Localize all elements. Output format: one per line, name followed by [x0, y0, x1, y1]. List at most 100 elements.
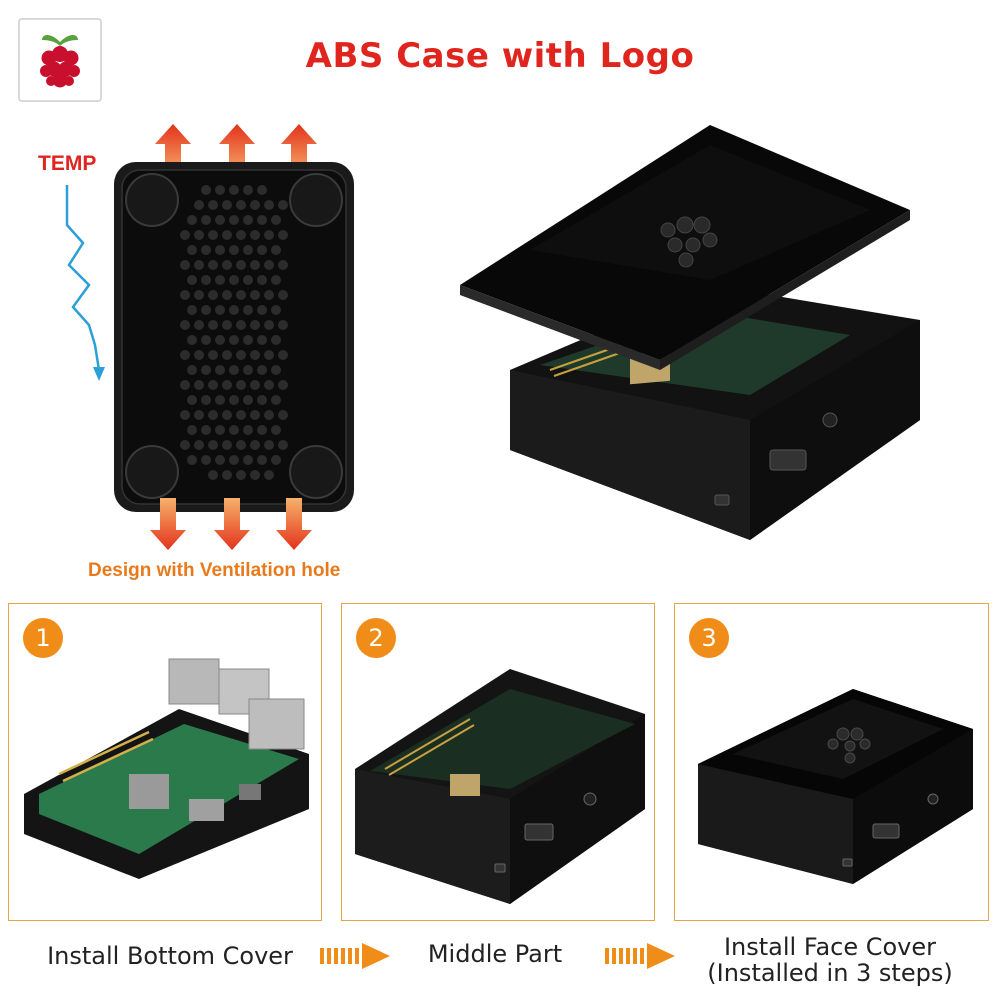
vent-hole — [187, 215, 197, 225]
vent-hole — [264, 290, 274, 300]
case-exploded-image — [460, 125, 920, 540]
vent-hole — [222, 200, 232, 210]
vent-hole — [208, 260, 218, 270]
vent-hole — [215, 185, 225, 195]
vent-hole — [243, 185, 253, 195]
step-arrow-icon — [320, 943, 390, 969]
vent-hole — [250, 350, 260, 360]
vent-hole — [236, 470, 246, 480]
step-1-board-image — [24, 658, 309, 879]
vent-hole — [229, 425, 239, 435]
vent-hole — [187, 335, 197, 345]
vent-hole — [208, 320, 218, 330]
vent-hole — [201, 185, 211, 195]
vent-hole — [236, 290, 246, 300]
vent-hole — [243, 305, 253, 315]
heat-arrows-bottom — [150, 498, 312, 550]
vent-hole — [264, 470, 274, 480]
vent-hole — [264, 380, 274, 390]
vent-hole — [257, 395, 267, 405]
vent-hole — [264, 410, 274, 420]
step-3-case-image — [698, 689, 973, 884]
vent-hole — [250, 260, 260, 270]
vent-hole — [229, 365, 239, 375]
vent-hole — [236, 380, 246, 390]
vent-hole — [250, 320, 260, 330]
ventilation-caption: Design with Ventilation hole — [88, 560, 341, 581]
vent-hole — [201, 275, 211, 285]
vent-hole — [271, 425, 281, 435]
vent-hole — [278, 260, 288, 270]
vent-hole — [250, 290, 260, 300]
heat-arrow-icon — [281, 124, 317, 177]
vent-hole — [187, 245, 197, 255]
vent-hole — [250, 200, 260, 210]
vent-hole — [201, 245, 211, 255]
vent-hole — [236, 350, 246, 360]
vent-hole — [215, 275, 225, 285]
vent-hole — [222, 260, 232, 270]
vent-hole — [222, 230, 232, 240]
heat-arrows-top — [155, 124, 317, 177]
vent-hole — [222, 440, 232, 450]
vent-hole — [187, 425, 197, 435]
vent-hole — [201, 335, 211, 345]
vent-hole — [194, 290, 204, 300]
vent-hole — [243, 275, 253, 285]
vent-hole — [271, 245, 281, 255]
vent-hole — [271, 365, 281, 375]
vent-hole — [250, 230, 260, 240]
vent-hole — [194, 200, 204, 210]
step-1-caption: Install Bottom Cover — [47, 942, 293, 970]
vent-hole — [243, 395, 253, 405]
vent-hole — [271, 215, 281, 225]
vent-hole — [257, 455, 267, 465]
vent-hole — [208, 410, 218, 420]
raspberry-logo-box — [18, 18, 102, 102]
step-2-caption: Middle Part — [427, 940, 563, 968]
vent-hole — [278, 410, 288, 420]
page-title: ABS Case with Logo — [305, 36, 695, 76]
vent-hole — [194, 260, 204, 270]
vent-hole — [236, 260, 246, 270]
vent-hole — [229, 215, 239, 225]
vent-hole — [236, 230, 246, 240]
vent-hole — [257, 215, 267, 225]
vent-hole — [194, 230, 204, 240]
vent-hole — [222, 470, 232, 480]
vent-hole — [243, 245, 253, 255]
vent-hole — [243, 335, 253, 345]
vent-hole — [180, 380, 190, 390]
vent-hole — [215, 305, 225, 315]
vent-hole — [180, 350, 190, 360]
vent-hole — [201, 455, 211, 465]
vent-hole — [208, 440, 218, 450]
vent-hole — [257, 305, 267, 315]
vent-hole — [201, 305, 211, 315]
vent-hole — [222, 350, 232, 360]
vent-hole — [236, 410, 246, 420]
vent-hole — [215, 335, 225, 345]
vent-hole — [194, 350, 204, 360]
vent-hole — [208, 380, 218, 390]
step-arrow-icon — [605, 943, 675, 969]
vent-hole — [243, 365, 253, 375]
vent-hole — [243, 215, 253, 225]
vent-hole — [250, 470, 260, 480]
temp-label: TEMP — [38, 152, 97, 175]
vent-hole — [278, 350, 288, 360]
vent-hole — [250, 410, 260, 420]
vent-hole — [243, 425, 253, 435]
step-2-case-image — [355, 669, 645, 904]
vent-hole — [229, 245, 239, 255]
step-panel-2: 2 — [341, 603, 655, 921]
vent-hole — [187, 365, 197, 375]
vent-hole — [187, 305, 197, 315]
vent-hole — [208, 350, 218, 360]
temperature-arrow-icon — [65, 185, 105, 381]
vent-hole — [236, 440, 246, 450]
vent-hole — [271, 305, 281, 315]
vent-hole — [271, 455, 281, 465]
vent-hole — [180, 230, 190, 240]
vent-hole — [278, 320, 288, 330]
